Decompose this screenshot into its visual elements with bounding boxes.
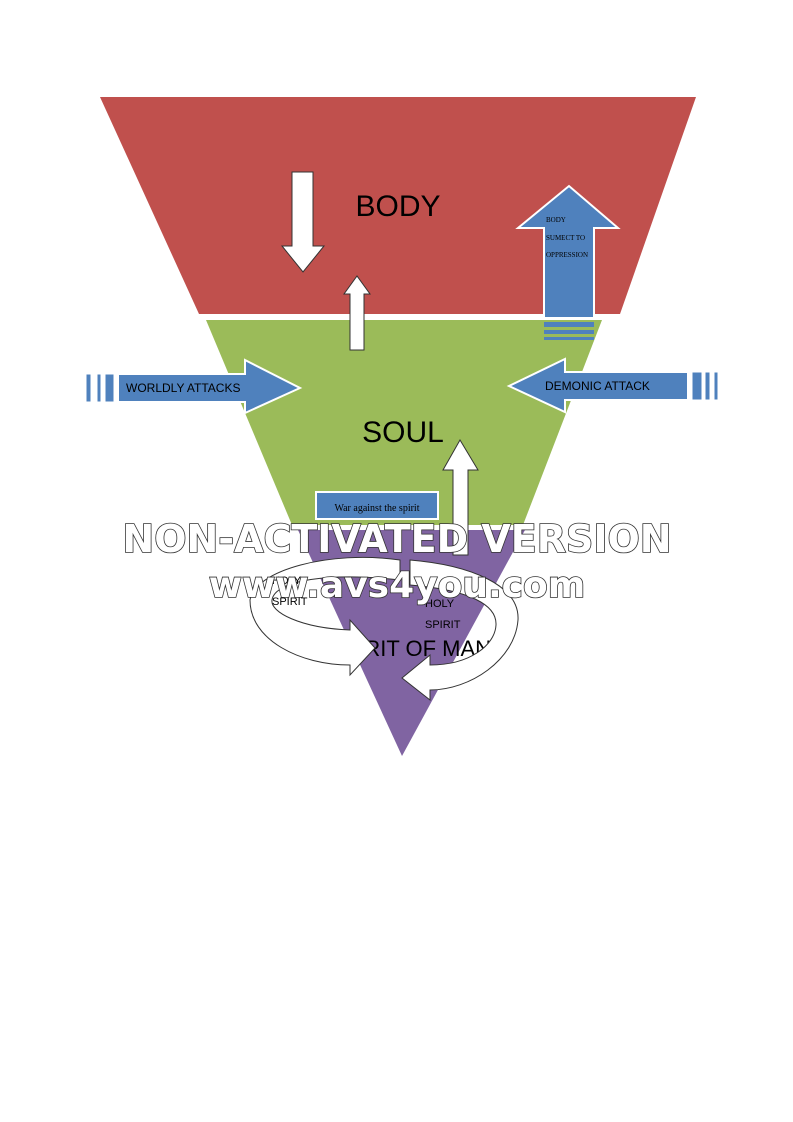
body-oppression-arrow: BODY SUMECT TO OPPRESSION: [515, 184, 621, 340]
holy-spirit-cycle: HOLY SPIRIT HOLY SPIRIT: [249, 556, 519, 702]
watermark-line1: NON-ACTIVATED VERSION: [122, 517, 671, 561]
war-label: War against the spirit: [334, 503, 419, 514]
body-oppression-line3: OPPRESSION: [546, 251, 588, 259]
worldly-attacks-label: WORLDLY ATTACKS: [126, 381, 240, 395]
worldly-attacks-arrow: WORLDLY ATTACKS: [85, 358, 303, 415]
body-label: BODY: [355, 190, 440, 223]
down-arrow: [280, 171, 326, 273]
soul-label: SOUL: [362, 416, 444, 449]
up-arrow-large: [442, 439, 479, 556]
demonic-attack-arrow: DEMONIC ATTACK: [506, 357, 719, 414]
war-box: War against the spirit: [315, 491, 439, 520]
holy-spirit-left-line1: HOLY: [272, 575, 302, 587]
up-arrow-small: [343, 275, 371, 351]
body-oppression-line1: BODY: [546, 216, 566, 224]
holy-spirit-right-line1: HOLY: [425, 598, 455, 610]
demonic-attack-label: DEMONIC ATTACK: [545, 379, 650, 393]
watermark-line2: www.avs4you.com: [209, 565, 585, 606]
body-oppression-line2: SUMECT TO: [546, 234, 585, 242]
holy-spirit-right-line2: SPIRIT: [425, 619, 461, 631]
holy-spirit-left-line2: SPIRIT: [272, 596, 308, 608]
soul-layer: [206, 320, 602, 525]
